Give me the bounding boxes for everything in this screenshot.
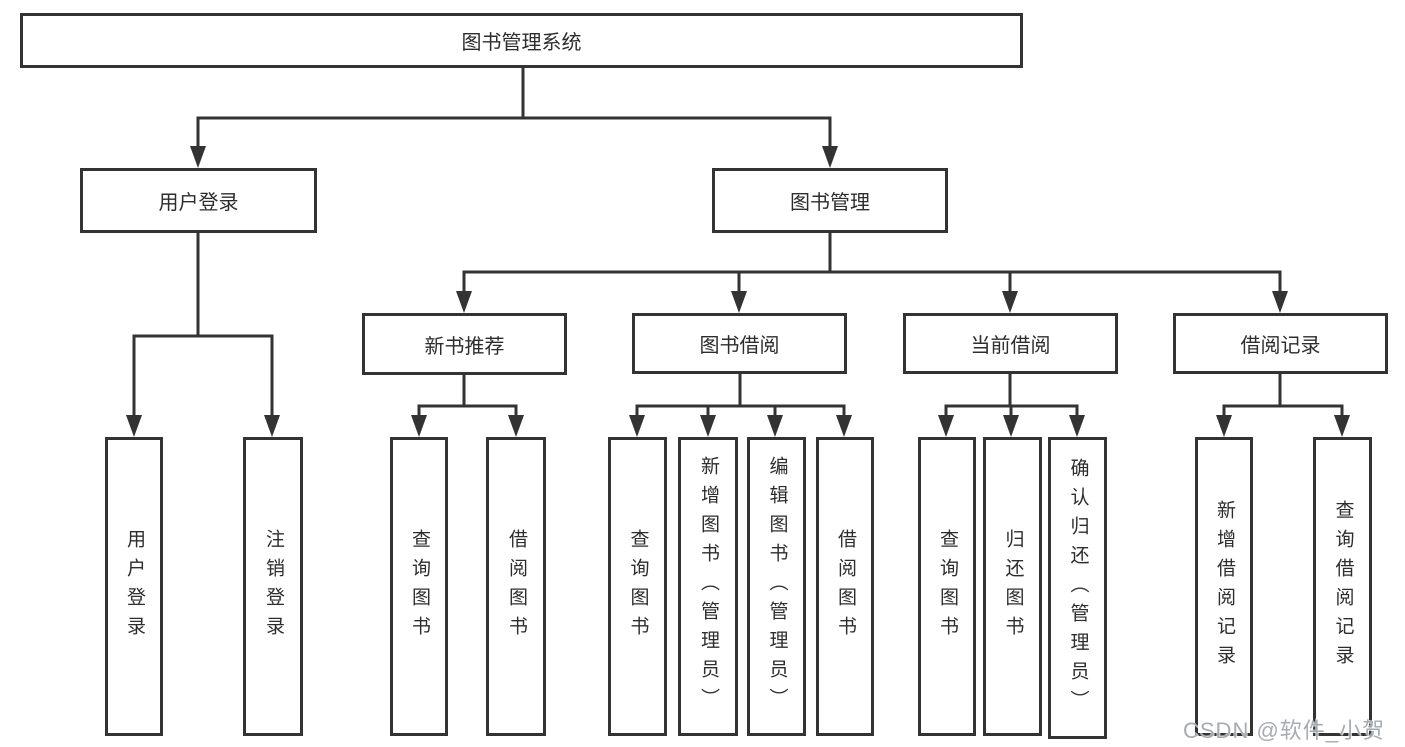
leaf-recommend-borrow-books-label: 借阅图书 — [505, 528, 527, 645]
node-library-management-system: 图书管理系统 — [20, 13, 1023, 68]
node-user-login-label: 用户登录 — [158, 192, 239, 214]
connector-spines — [132, 66, 1344, 408]
leaf-query-borrow-record-label: 查询借阅记录 — [1332, 499, 1354, 674]
leaf-return-books: 归还图书 — [983, 437, 1042, 736]
leaf-user-login-label: 用户登录 — [123, 528, 145, 645]
node-borrowing-records-label: 借阅记录 — [1240, 335, 1321, 357]
leaf-borrow-borrow-books: 借阅图书 — [816, 437, 874, 736]
leaf-logout-label: 注销登录 — [262, 528, 284, 645]
leaf-edit-books-admin: 编辑图书（管理员） — [747, 437, 806, 736]
leaf-add-books-admin-label: 新增图书（管理员） — [697, 456, 719, 717]
leaf-current-query-books-label: 查询图书 — [936, 528, 958, 645]
arrowheads — [126, 146, 1350, 437]
leaf-logout: 注销登录 — [243, 437, 303, 736]
leaf-recommend-borrow-books: 借阅图书 — [486, 437, 546, 736]
node-current-borrowing-label: 当前借阅 — [970, 335, 1051, 357]
node-library-management-system-label: 图书管理系统 — [461, 32, 582, 54]
node-book-management: 图书管理 — [712, 168, 948, 233]
leaf-edit-books-admin-label: 编辑图书（管理员） — [766, 456, 788, 717]
node-book-borrowing-label: 图书借阅 — [699, 335, 780, 357]
node-new-book-recommend: 新书推荐 — [362, 313, 567, 375]
node-new-book-recommend-label: 新书推荐 — [424, 335, 505, 358]
node-current-borrowing: 当前借阅 — [903, 313, 1118, 374]
leaf-query-borrow-record: 查询借阅记录 — [1313, 437, 1372, 736]
leaf-add-borrow-record-label: 新增借阅记录 — [1213, 499, 1235, 674]
leaf-borrow-borrow-books-label: 借阅图书 — [834, 528, 856, 645]
node-book-management-label: 图书管理 — [790, 192, 870, 214]
leaf-recommend-query-books: 查询图书 — [390, 437, 448, 736]
leaf-return-books-label: 归还图书 — [1002, 528, 1024, 645]
leaf-confirm-return-admin-label: 确认归还（管理员） — [1067, 457, 1089, 719]
leaf-recommend-query-books-label: 查询图书 — [408, 528, 430, 645]
leaf-borrow-query-books: 查询图书 — [608, 437, 667, 736]
node-borrowing-records: 借阅记录 — [1173, 313, 1388, 374]
leaf-borrow-query-books-label: 查询图书 — [627, 528, 649, 645]
leaf-confirm-return-admin: 确认归还（管理员） — [1048, 437, 1107, 739]
leaf-current-query-books: 查询图书 — [918, 437, 976, 736]
leaf-add-borrow-record: 新增借阅记录 — [1195, 437, 1253, 736]
arrow-shafts — [132, 116, 1344, 421]
leaf-user-login: 用户登录 — [105, 437, 163, 736]
node-user-login: 用户登录 — [80, 168, 317, 233]
leaf-add-books-admin: 新增图书（管理员） — [678, 437, 738, 736]
node-book-borrowing: 图书借阅 — [632, 313, 847, 374]
